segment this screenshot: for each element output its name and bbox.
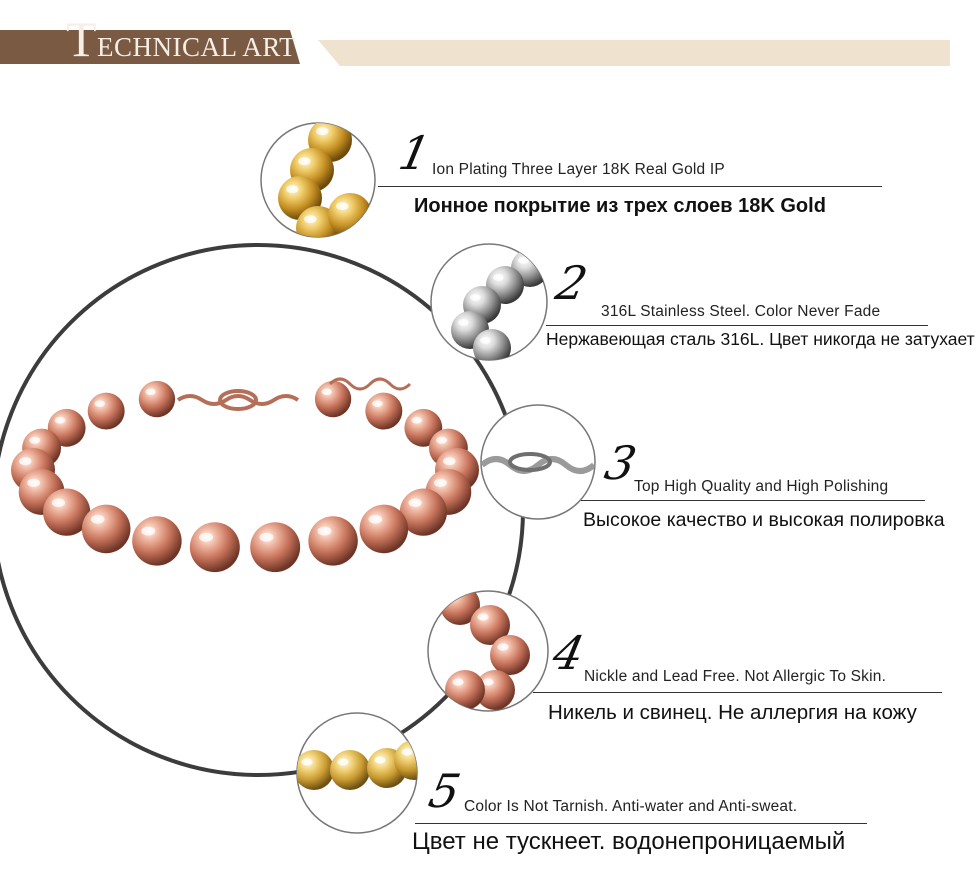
swatch-bead-highlight — [401, 748, 413, 756]
bracelet-bead-highlight — [436, 436, 448, 444]
bracelet-bead — [308, 516, 358, 566]
swatch-rose — [427, 590, 549, 712]
bracelet-bead — [87, 392, 125, 430]
header-title: TECHNICAL ART — [66, 14, 296, 64]
swatch-bead — [297, 750, 334, 790]
header-title-rest: ECHNICAL ART — [97, 32, 297, 62]
feature-3-russian: Высокое качество и высокая полировка — [583, 509, 945, 531]
swatch-yellow — [296, 712, 418, 834]
feature-5-rule — [415, 823, 867, 824]
swatch-bead-highlight — [336, 202, 349, 211]
bracelet-bead — [189, 522, 240, 573]
swatch-bead-highlight — [458, 318, 469, 326]
swatch-clasp-link — [508, 452, 552, 472]
bracelet-clasp-chain — [176, 394, 300, 406]
feature-5-english: Color Is Not Tarnish. Anti-water and Ant… — [464, 798, 798, 815]
bracelet-bead — [81, 504, 131, 554]
bracelet-bead-highlight — [317, 526, 332, 536]
bracelet-bead-highlight — [259, 532, 274, 542]
swatch-steel — [430, 243, 548, 361]
swatch-bead-highlight — [337, 758, 349, 766]
swatch-clasp-chain — [481, 456, 595, 474]
header-banner — [0, 30, 300, 64]
artwork — [0, 122, 596, 834]
swatch-bead-highlight — [480, 336, 491, 344]
bracelet-bead — [132, 516, 182, 566]
swatch-bead-highlight — [497, 643, 509, 651]
swatch-bead-highlight — [301, 758, 313, 766]
swatch-clasp — [480, 404, 596, 520]
bracelet-bead-highlight — [199, 532, 214, 542]
bracelet-bead — [314, 380, 352, 418]
swatch-bead-highlight — [518, 256, 529, 264]
swatch-bead — [445, 670, 485, 710]
bracelet-bead-highlight — [90, 514, 105, 524]
bracelet-bead-highlight — [372, 400, 383, 407]
feature-5-russian: Цвет не тускнеет. водонепроницаемый — [412, 828, 846, 855]
header-stripe — [318, 40, 950, 66]
swatch-bead-highlight — [286, 185, 299, 194]
feature-4-rule — [533, 692, 942, 693]
feature-3-english: Top High Quality and High Polishing — [634, 478, 889, 495]
feature-2-russian: Нержавеющая сталь 316L. Цвет никогда не … — [546, 329, 975, 349]
swatch-bead — [490, 635, 530, 675]
bracelet-bead-highlight — [411, 416, 423, 424]
bracelet-bead-highlight — [94, 400, 105, 407]
bracelet-extension-chain — [328, 377, 412, 391]
feature-4-russian: Никель и свинец. Не аллергия на кожу — [548, 701, 917, 724]
bracelet-bead-highlight — [408, 498, 422, 507]
bracelet-bead — [359, 504, 409, 554]
bracelet-bead — [250, 522, 301, 573]
header-title-initial: T — [66, 11, 98, 67]
swatch-bead-highlight — [477, 613, 489, 621]
feature-2-english: 316L Stainless Steel. Color Never Fade — [601, 303, 881, 320]
swatch-bead-highlight — [493, 273, 504, 281]
bracelet-bead-highlight — [54, 416, 66, 424]
product-infographic: TECHNICAL ART — [0, 14, 975, 855]
swatch-bead — [328, 193, 372, 237]
swatch-bead-highlight — [304, 215, 317, 224]
bracelet-image — [11, 377, 479, 573]
bracelet-bead-highlight — [434, 478, 447, 487]
feature-1-english: Ion Plating Three Layer 18K Real Gold IP — [432, 161, 725, 178]
swatch-bead — [330, 750, 370, 790]
bracelet-bead-highlight — [141, 526, 156, 536]
bracelet-bead-highlight — [19, 457, 32, 466]
bracelet-bead-highlight — [27, 478, 40, 487]
bracelet-lobster-clasp — [218, 389, 258, 411]
swatch-bead-highlight — [374, 756, 386, 764]
bracelet-bead-highlight — [443, 457, 456, 466]
bracelet-bead — [138, 380, 176, 418]
bracelet-bead — [365, 392, 403, 430]
bracelet-bead-highlight — [321, 388, 332, 396]
feature-3-rule — [581, 500, 925, 501]
swatch-bead — [394, 740, 417, 780]
feature-1-russian: Ионное покрытие из трех слоев 18K Gold — [414, 195, 826, 217]
swatch-bead-highlight — [470, 293, 481, 301]
swatch-bead-highlight — [452, 678, 464, 686]
feature-4-english: Nickle and Lead Free. Not Allergic To Sk… — [584, 668, 887, 685]
feature-1-rule — [378, 186, 882, 187]
swatch-bead-highlight — [298, 157, 311, 166]
swatch-bead-highlight — [316, 127, 329, 136]
swatch-gold — [260, 122, 376, 238]
swatch-bead-highlight — [482, 678, 494, 686]
bracelet-bead-highlight — [145, 388, 156, 396]
bracelet-bead-highlight — [368, 514, 383, 524]
bracelet-bead-highlight — [51, 498, 66, 507]
feature-2-rule — [546, 325, 928, 326]
bracelet-bead-highlight — [29, 436, 41, 444]
